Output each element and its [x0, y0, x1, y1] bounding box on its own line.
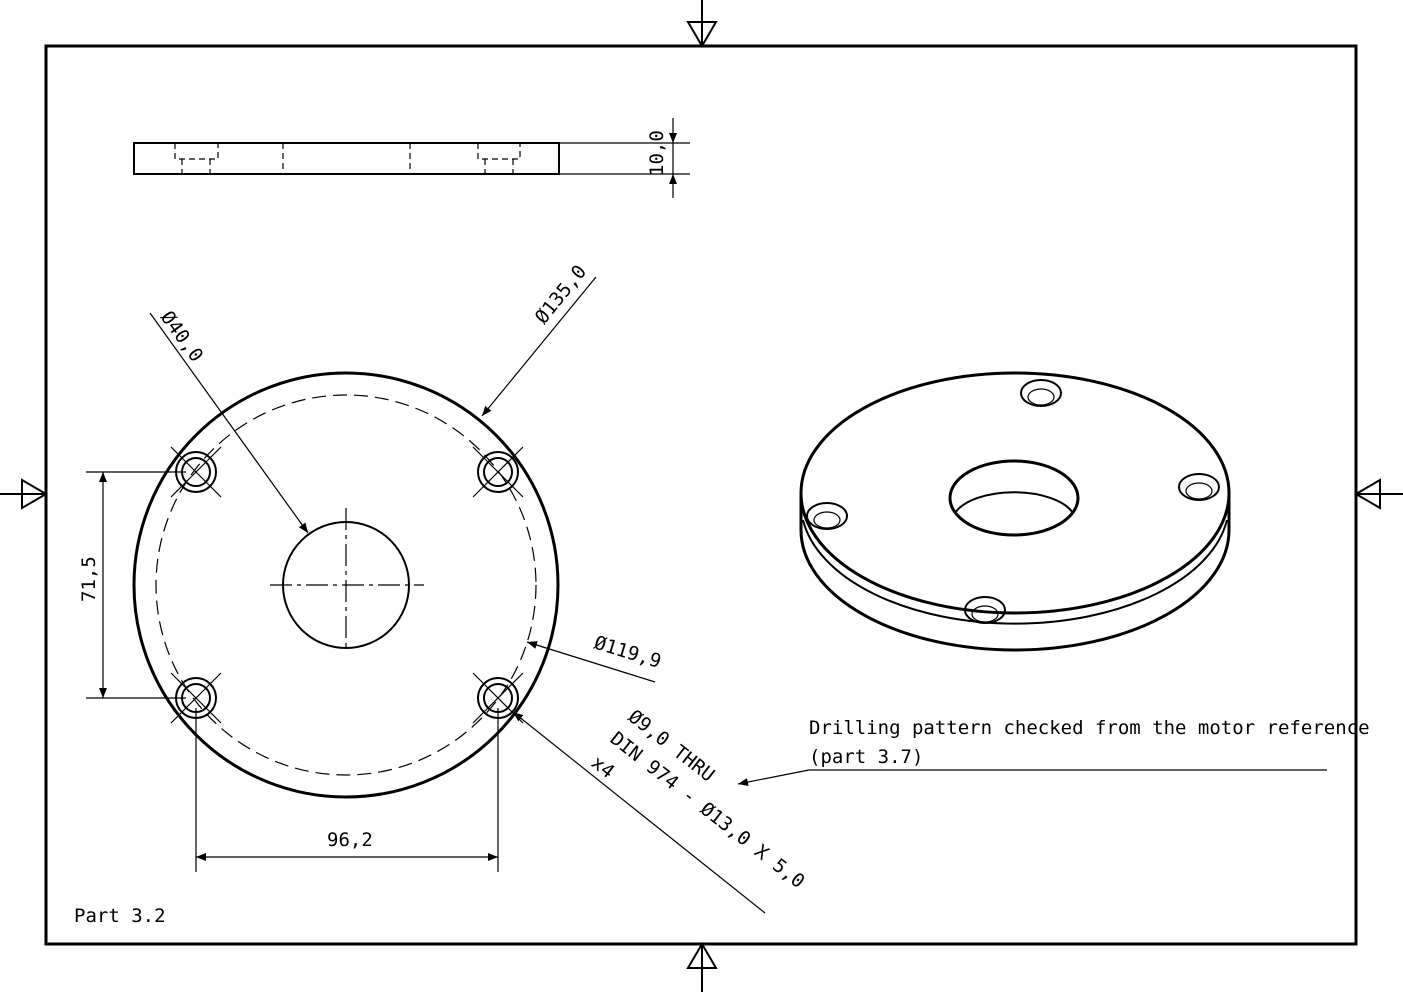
pitch-circle-diameter-dimension: Ø119,9	[592, 632, 664, 673]
side-view	[133, 118, 690, 198]
note-line2: (part 3.7)	[809, 746, 923, 768]
centering-mark-bottom	[686, 942, 718, 992]
iso-hole	[1178, 473, 1220, 501]
horizontal-spacing-dimension: 96,2	[327, 829, 373, 851]
centering-mark-right	[1354, 478, 1403, 510]
centering-mark-left	[0, 478, 48, 510]
note-line1: Drilling pattern checked from the motor …	[809, 717, 1370, 739]
mounting-hole	[472, 446, 524, 498]
iso-hole	[806, 502, 848, 530]
centering-mark-top	[686, 0, 718, 48]
iso-hole	[964, 596, 1006, 624]
top-view	[86, 276, 766, 914]
vertical-spacing-dimension: 71,5	[78, 556, 100, 602]
hole-callout-line3: x4	[587, 752, 619, 783]
iso-hole	[1020, 379, 1062, 407]
isometric-view	[799, 371, 1231, 652]
part-label: Part 3.2	[74, 905, 166, 927]
thickness-dimension: 10,0	[646, 130, 668, 176]
note-leader	[737, 769, 1327, 786]
